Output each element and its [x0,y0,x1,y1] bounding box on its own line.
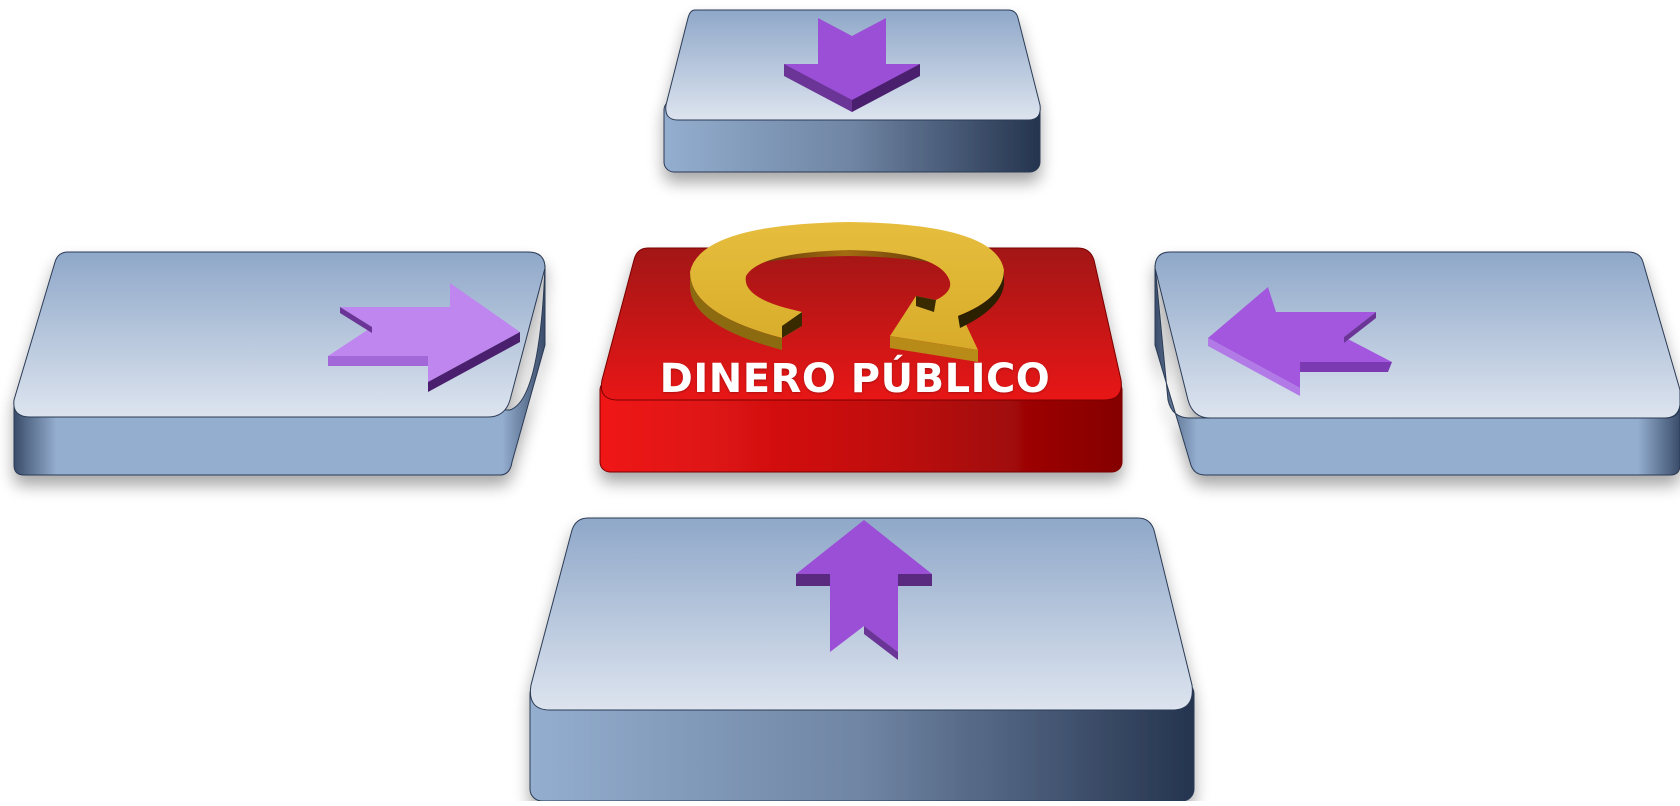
arrow-left-icon [1208,287,1392,396]
arrow-down-icon [784,18,920,112]
circular-arrow-icon [690,222,1004,362]
center-label: DINERO PÚBLICO [659,356,1051,402]
arrow-right-icon [328,283,520,392]
arrow-up-icon [796,520,932,660]
block-left [13,251,546,476]
block-right [1154,251,1680,476]
